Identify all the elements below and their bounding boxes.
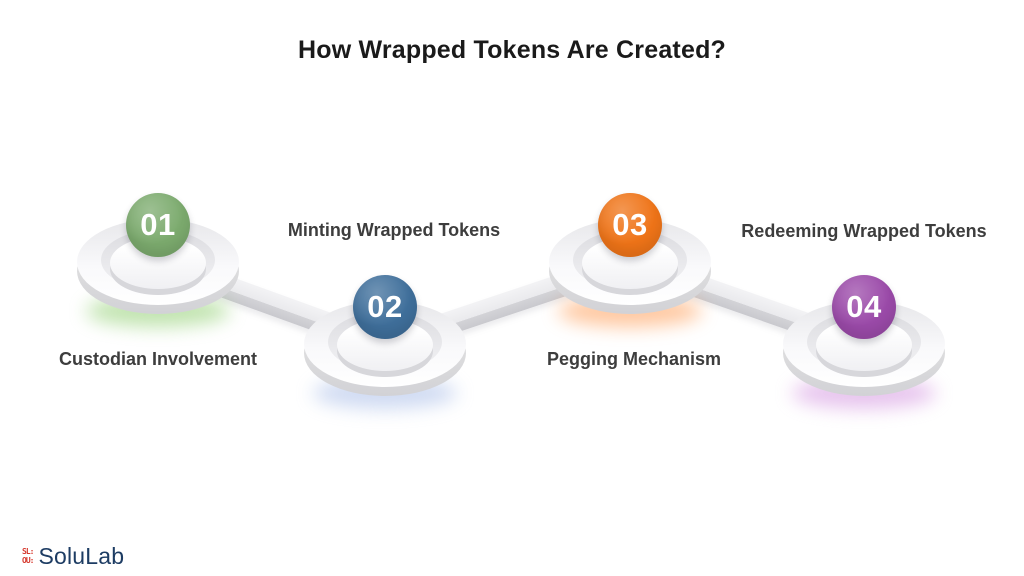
- step-1-number-badge: 01: [126, 193, 190, 257]
- logo-mark-row-2: OU:: [22, 555, 34, 565]
- solulab-logo: SL: OU: SoluLab: [22, 543, 124, 570]
- step-3-number: 03: [612, 207, 648, 242]
- step-3-number-badge: 03: [598, 193, 662, 257]
- step-2-number-badge: 02: [353, 275, 417, 339]
- step-2-number: 02: [367, 289, 403, 324]
- step-4-number: 04: [846, 289, 882, 324]
- logo-mark-row-1: SL:: [22, 547, 34, 557]
- solulab-logo-icon: SL: OU:: [22, 547, 34, 565]
- page-title: How Wrapped Tokens Are Created?: [297, 36, 727, 64]
- step-node-1: 01: [73, 193, 243, 339]
- step-3-label: Pegging Mechanism: [546, 349, 722, 369]
- step-node-2: 02: [300, 275, 470, 421]
- step-1-number: 01: [140, 207, 176, 242]
- step-2-label: Minting Wrapped Tokens: [287, 220, 501, 240]
- step-4-label: Redeeming Wrapped Tokens: [741, 221, 987, 241]
- step-4-number-badge: 04: [832, 275, 896, 339]
- step-1-label: Custodian Involvement: [58, 349, 258, 369]
- step-node-4: 04: [779, 275, 949, 421]
- solulab-brand-name: SoluLab: [38, 543, 125, 569]
- step-node-3: 03: [545, 193, 715, 339]
